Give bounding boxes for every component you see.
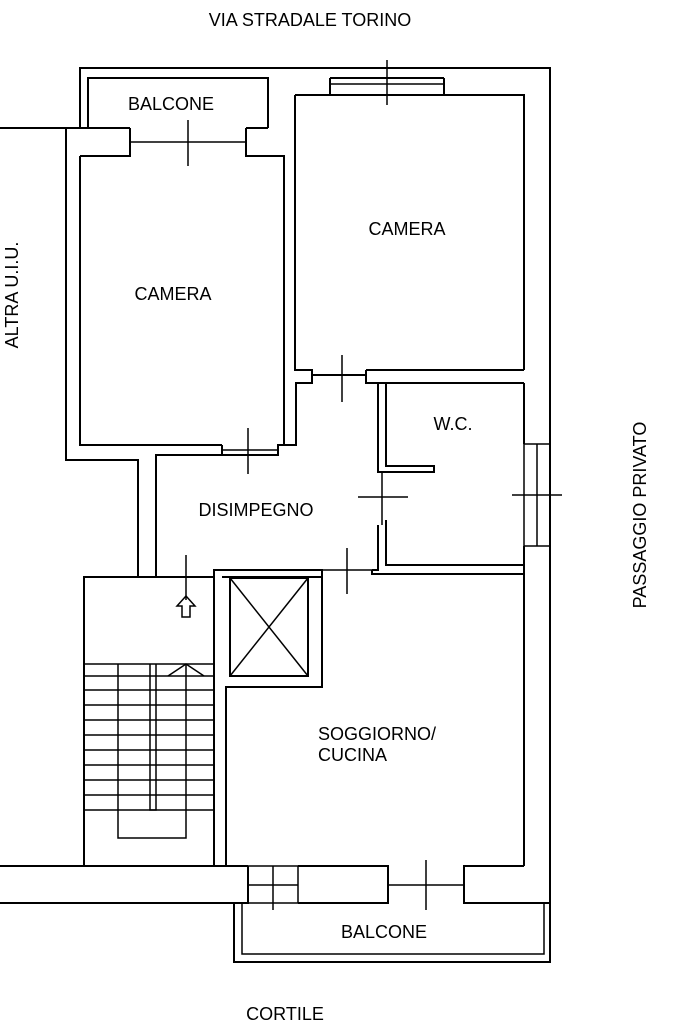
room-label-balcone-bottom: BALCONE [341, 922, 427, 942]
street-label: VIA STRADALE TORINO [209, 10, 411, 30]
stairwell [83, 576, 215, 866]
wc-walls [358, 382, 524, 571]
room-label-wc: W.C. [434, 414, 473, 434]
room-label-disimpegno: DISIMPEGNO [198, 500, 313, 520]
room-label-camera-right: CAMERA [368, 219, 445, 239]
elevator-shaft [222, 576, 323, 866]
adjacent-unit-label: ALTRA U.I.U. [2, 242, 22, 349]
private-passage-label: PASSAGGIO PRIVATO [630, 422, 650, 609]
room-label-camera-left: CAMERA [134, 284, 211, 304]
entrance-arrow-icon [175, 594, 197, 618]
room-label-cucina: CUCINA [318, 745, 387, 765]
courtyard-label: CORTILE [246, 1004, 324, 1024]
camera-right-walls [155, 95, 524, 577]
room-label-soggiorno: SOGGIORNO/ [318, 724, 436, 744]
living-walls [0, 860, 550, 910]
hall-walls [158, 548, 524, 618]
room-label-balcone-top: BALCONE [128, 94, 214, 114]
outer-walls [0, 60, 562, 903]
balcony-bottom [233, 903, 551, 963]
